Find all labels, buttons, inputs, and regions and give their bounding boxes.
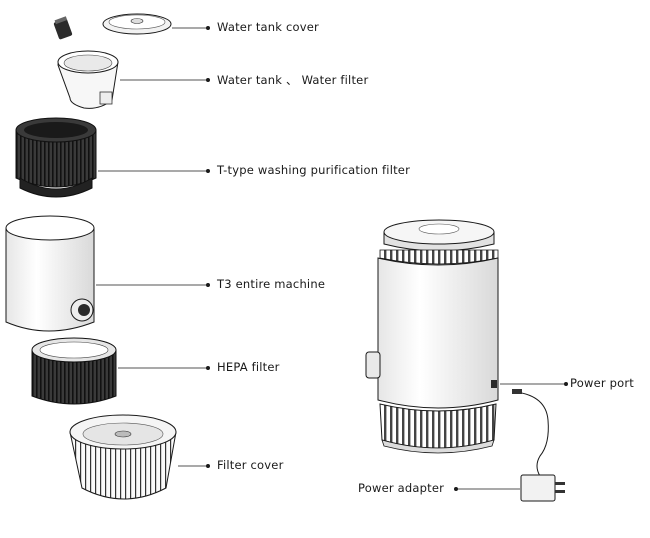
label-water-tank-filter: Water tank 、 Water filter — [217, 73, 369, 87]
filter-cover-art — [69, 414, 177, 500]
hepa-filter-art — [31, 337, 117, 405]
label-filter-cover: Filter cover — [217, 458, 284, 472]
label-water-tank-cover: Water tank cover — [217, 20, 319, 34]
power-adapter-art — [512, 389, 565, 502]
leader-lines — [96, 25, 569, 491]
float-part — [53, 16, 73, 40]
label-machine: T3 entire machine — [217, 277, 326, 291]
water-tank-cover-art — [102, 13, 172, 35]
label-power-port: Power port — [570, 376, 634, 390]
washing-filter-art — [15, 117, 97, 198]
assembled-unit-art — [365, 219, 499, 454]
label-hepa-filter: HEPA filter — [217, 360, 280, 374]
label-washing-filter: T-type washing purification filter — [217, 163, 410, 177]
machine-body-art — [5, 215, 95, 332]
water-tank-art — [57, 50, 119, 109]
label-power-adapter: Power adapter — [358, 481, 445, 495]
